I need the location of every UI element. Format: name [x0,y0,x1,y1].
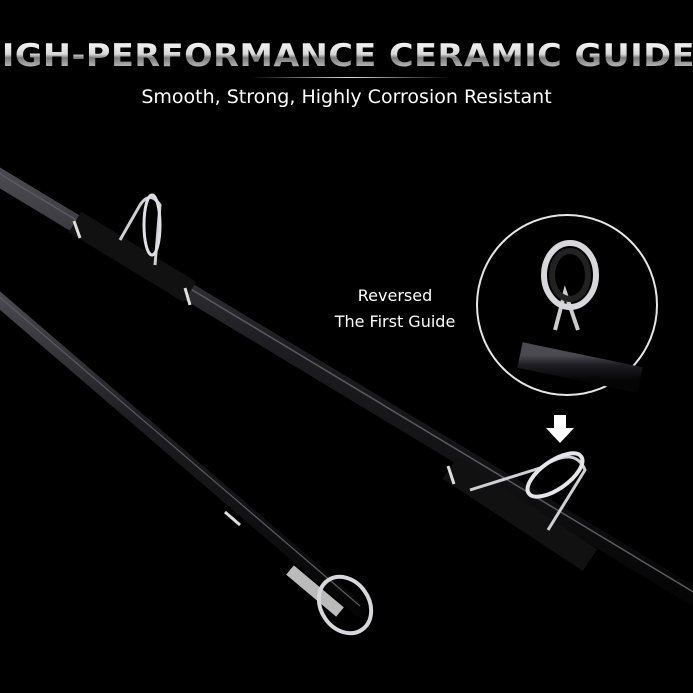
arrow-down-icon [546,415,574,443]
lower-rod [0,291,367,617]
guide-3 [316,574,374,636]
upper-rod [0,167,693,607]
title-divider [250,77,450,78]
guide-2 [469,451,587,531]
subtitle: Smooth, Strong, Highly Corrosion Resista… [141,86,552,108]
callout-line-2: The First Guide [334,312,456,331]
callout-line-1: Reversed [357,286,433,305]
guide-1 [118,193,162,266]
page-title: HIGH-PERFORMANCE CERAMIC GUIDES [0,38,693,74]
inset-circle [476,214,658,396]
